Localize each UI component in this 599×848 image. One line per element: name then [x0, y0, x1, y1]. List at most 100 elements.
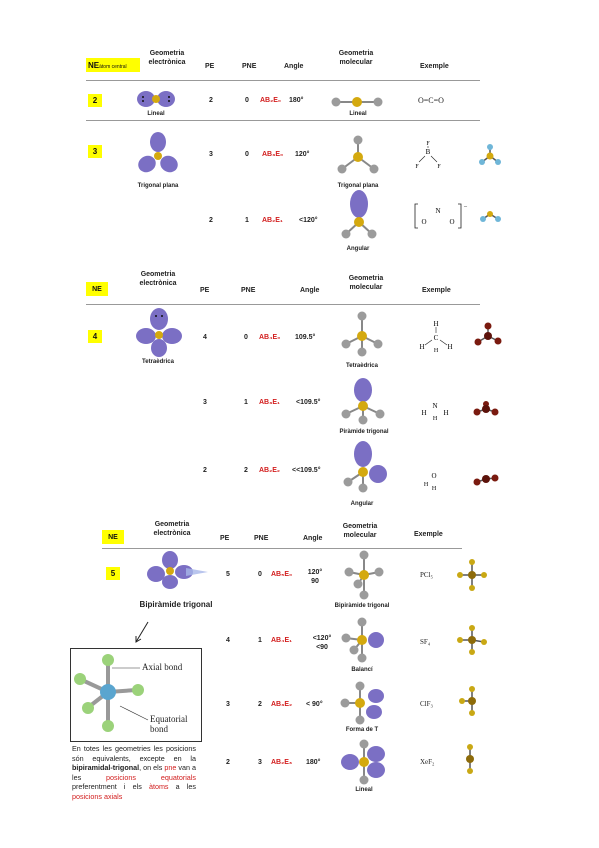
- molecule-seesaw-icon: [341, 617, 384, 663]
- note-text-pne: pne: [164, 763, 177, 773]
- header2-angle: Angle: [300, 287, 320, 294]
- header3-geometria-electronica: Geometria electrònica: [153, 521, 191, 537]
- mol-label-angular-2: Angular: [350, 501, 374, 507]
- angle-lt109: <109.5°: [296, 399, 321, 406]
- header2-pe: PE: [200, 287, 210, 294]
- pne-2-b: 2: [258, 701, 262, 708]
- angle-120: 120°: [295, 151, 310, 158]
- note-text-equatorial: posicions equatorials: [106, 772, 196, 782]
- svg-text:H: H: [433, 320, 438, 328]
- molecule-tetrahedral-icon: [341, 311, 383, 357]
- example-clf3-model-icon: [459, 686, 476, 716]
- example-co2: O=C=O: [418, 96, 444, 105]
- note-text-bipyramidal: bipiramidal-trigonal: [72, 763, 140, 773]
- formula-ab2e1: AB₂E₁: [262, 217, 283, 224]
- molecule-tshape-icon: [340, 681, 384, 725]
- molecule-trigonal-icon: [337, 135, 379, 174]
- angle-ltlt109: <<109.5°: [292, 467, 321, 474]
- pne-3: 3: [258, 759, 262, 766]
- pe-3: 3: [209, 151, 213, 158]
- svg-text:–: –: [463, 204, 468, 210]
- geo-label-bipiramide: Bipiràmide trigonal: [139, 600, 213, 609]
- mol-label-lineal: Lineal: [349, 111, 367, 117]
- note-text-5: van a les: [72, 763, 196, 782]
- example-pcl5-model-icon: [457, 559, 487, 591]
- pe-2-c: 2: [203, 467, 207, 474]
- geo-label-lineal: Lineal: [147, 111, 165, 117]
- ne-header-3: NE: [102, 530, 124, 544]
- molecule-bipyramid-icon: [344, 550, 384, 600]
- mol-label-tetraedrica: Tetraèdrica: [346, 363, 378, 369]
- note-text-7: preferentment i els: [72, 782, 149, 792]
- example-xef2: XeF₂: [420, 758, 435, 766]
- ne-badge-4: 4: [88, 330, 102, 343]
- geo-label-trigonal-plana: Trigonal plana: [137, 183, 179, 189]
- header3-rule: [102, 548, 462, 549]
- svg-text:H: H: [419, 343, 424, 351]
- example-h2o-model-icon: [473, 474, 499, 486]
- header-pe: PE: [205, 63, 215, 70]
- svg-text:H: H: [443, 409, 448, 417]
- example-bf3-lewis-icon: B F F F: [415, 141, 441, 170]
- mol-label-forma-t: Forma de T: [345, 727, 379, 733]
- pe-2-d: 2: [226, 759, 230, 766]
- pe-4: 4: [203, 334, 207, 341]
- pe-4-b: 4: [226, 637, 230, 644]
- geo-label-tetraedrica: Tetraèdrica: [142, 359, 174, 365]
- header2-geometria-electronica: Geometria electrònica: [139, 271, 177, 287]
- example-h2o-lewis-icon: O H H: [424, 472, 437, 492]
- angle-lt90: < 90°: [306, 701, 323, 708]
- molecule-trigonal-pyramid-icon: [341, 378, 385, 425]
- molecule-linear-icon: [331, 97, 383, 107]
- mol-label-angular: Angular: [346, 246, 370, 252]
- ne-header: NE: [88, 60, 100, 70]
- pe-5: 5: [226, 571, 230, 578]
- arrow-icon: [135, 621, 149, 643]
- svg-text:F: F: [437, 164, 441, 170]
- header-geometria-molecular: Geometria molecular: [338, 50, 374, 66]
- orbital-linear-icon: [137, 91, 175, 107]
- header3-angle: Angle: [303, 535, 323, 542]
- formula-ab4e1: AB₄E₁: [271, 637, 293, 644]
- example-no2-model-icon: [480, 211, 501, 222]
- header-rule: [86, 80, 480, 81]
- svg-text:O: O: [449, 218, 454, 226]
- formula-ab3e1: AB₃E₁: [259, 399, 280, 406]
- pne-0-b: 0: [245, 151, 249, 158]
- pne-1: 1: [245, 217, 249, 224]
- svg-text:H: H: [447, 343, 452, 351]
- svg-text:H: H: [432, 486, 437, 492]
- label-equatorial-bond: Equatorial bond: [150, 714, 188, 734]
- example-ch4-model-icon: [474, 322, 502, 346]
- svg-text:B: B: [426, 148, 431, 156]
- pe-3-b: 3: [203, 399, 207, 406]
- header2-geometria-molecular: Geometria molecular: [348, 275, 384, 291]
- pne-0: 0: [245, 97, 249, 104]
- pne-1-b: 1: [244, 399, 248, 406]
- header-pne: PNE: [242, 63, 257, 70]
- formula-ab3e2: AB₃E₂: [271, 701, 293, 708]
- ne-badge-2: 2: [88, 94, 102, 107]
- pne-0-c: 0: [244, 334, 248, 341]
- header3-geometria-molecular: Geometria molecular: [342, 523, 378, 539]
- formula-ab2e2: AB₂E₂: [259, 467, 280, 474]
- note-text-3: , on els: [139, 763, 165, 773]
- example-clf3: ClF₃: [420, 700, 433, 708]
- svg-text:O: O: [421, 218, 426, 226]
- mol-label-trigonal-plana: Trigonal plana: [337, 183, 379, 189]
- formula-ab2e0: AB₂E₀: [260, 97, 282, 104]
- angle-109: 109.5°: [295, 334, 316, 341]
- note-paragraph: En totes les geometries les posicions só…: [72, 744, 196, 802]
- header3-pe: PE: [220, 535, 230, 542]
- ne-header-2: NE: [86, 282, 108, 296]
- header-angle: Angle: [284, 63, 304, 70]
- row-rule-1: [86, 120, 480, 121]
- example-bf3-model-icon: [479, 144, 501, 165]
- pne-1-c: 1: [258, 637, 262, 644]
- mol-label-lineal-2: Lineal: [355, 787, 373, 793]
- example-sf4: SF₄: [420, 638, 431, 646]
- molecule-linear-3lp-icon: [341, 739, 385, 785]
- example-pcl5: PCl₅: [420, 571, 433, 579]
- axial-equatorial-diagram: [70, 648, 202, 742]
- angle-180: 180°: [289, 97, 304, 104]
